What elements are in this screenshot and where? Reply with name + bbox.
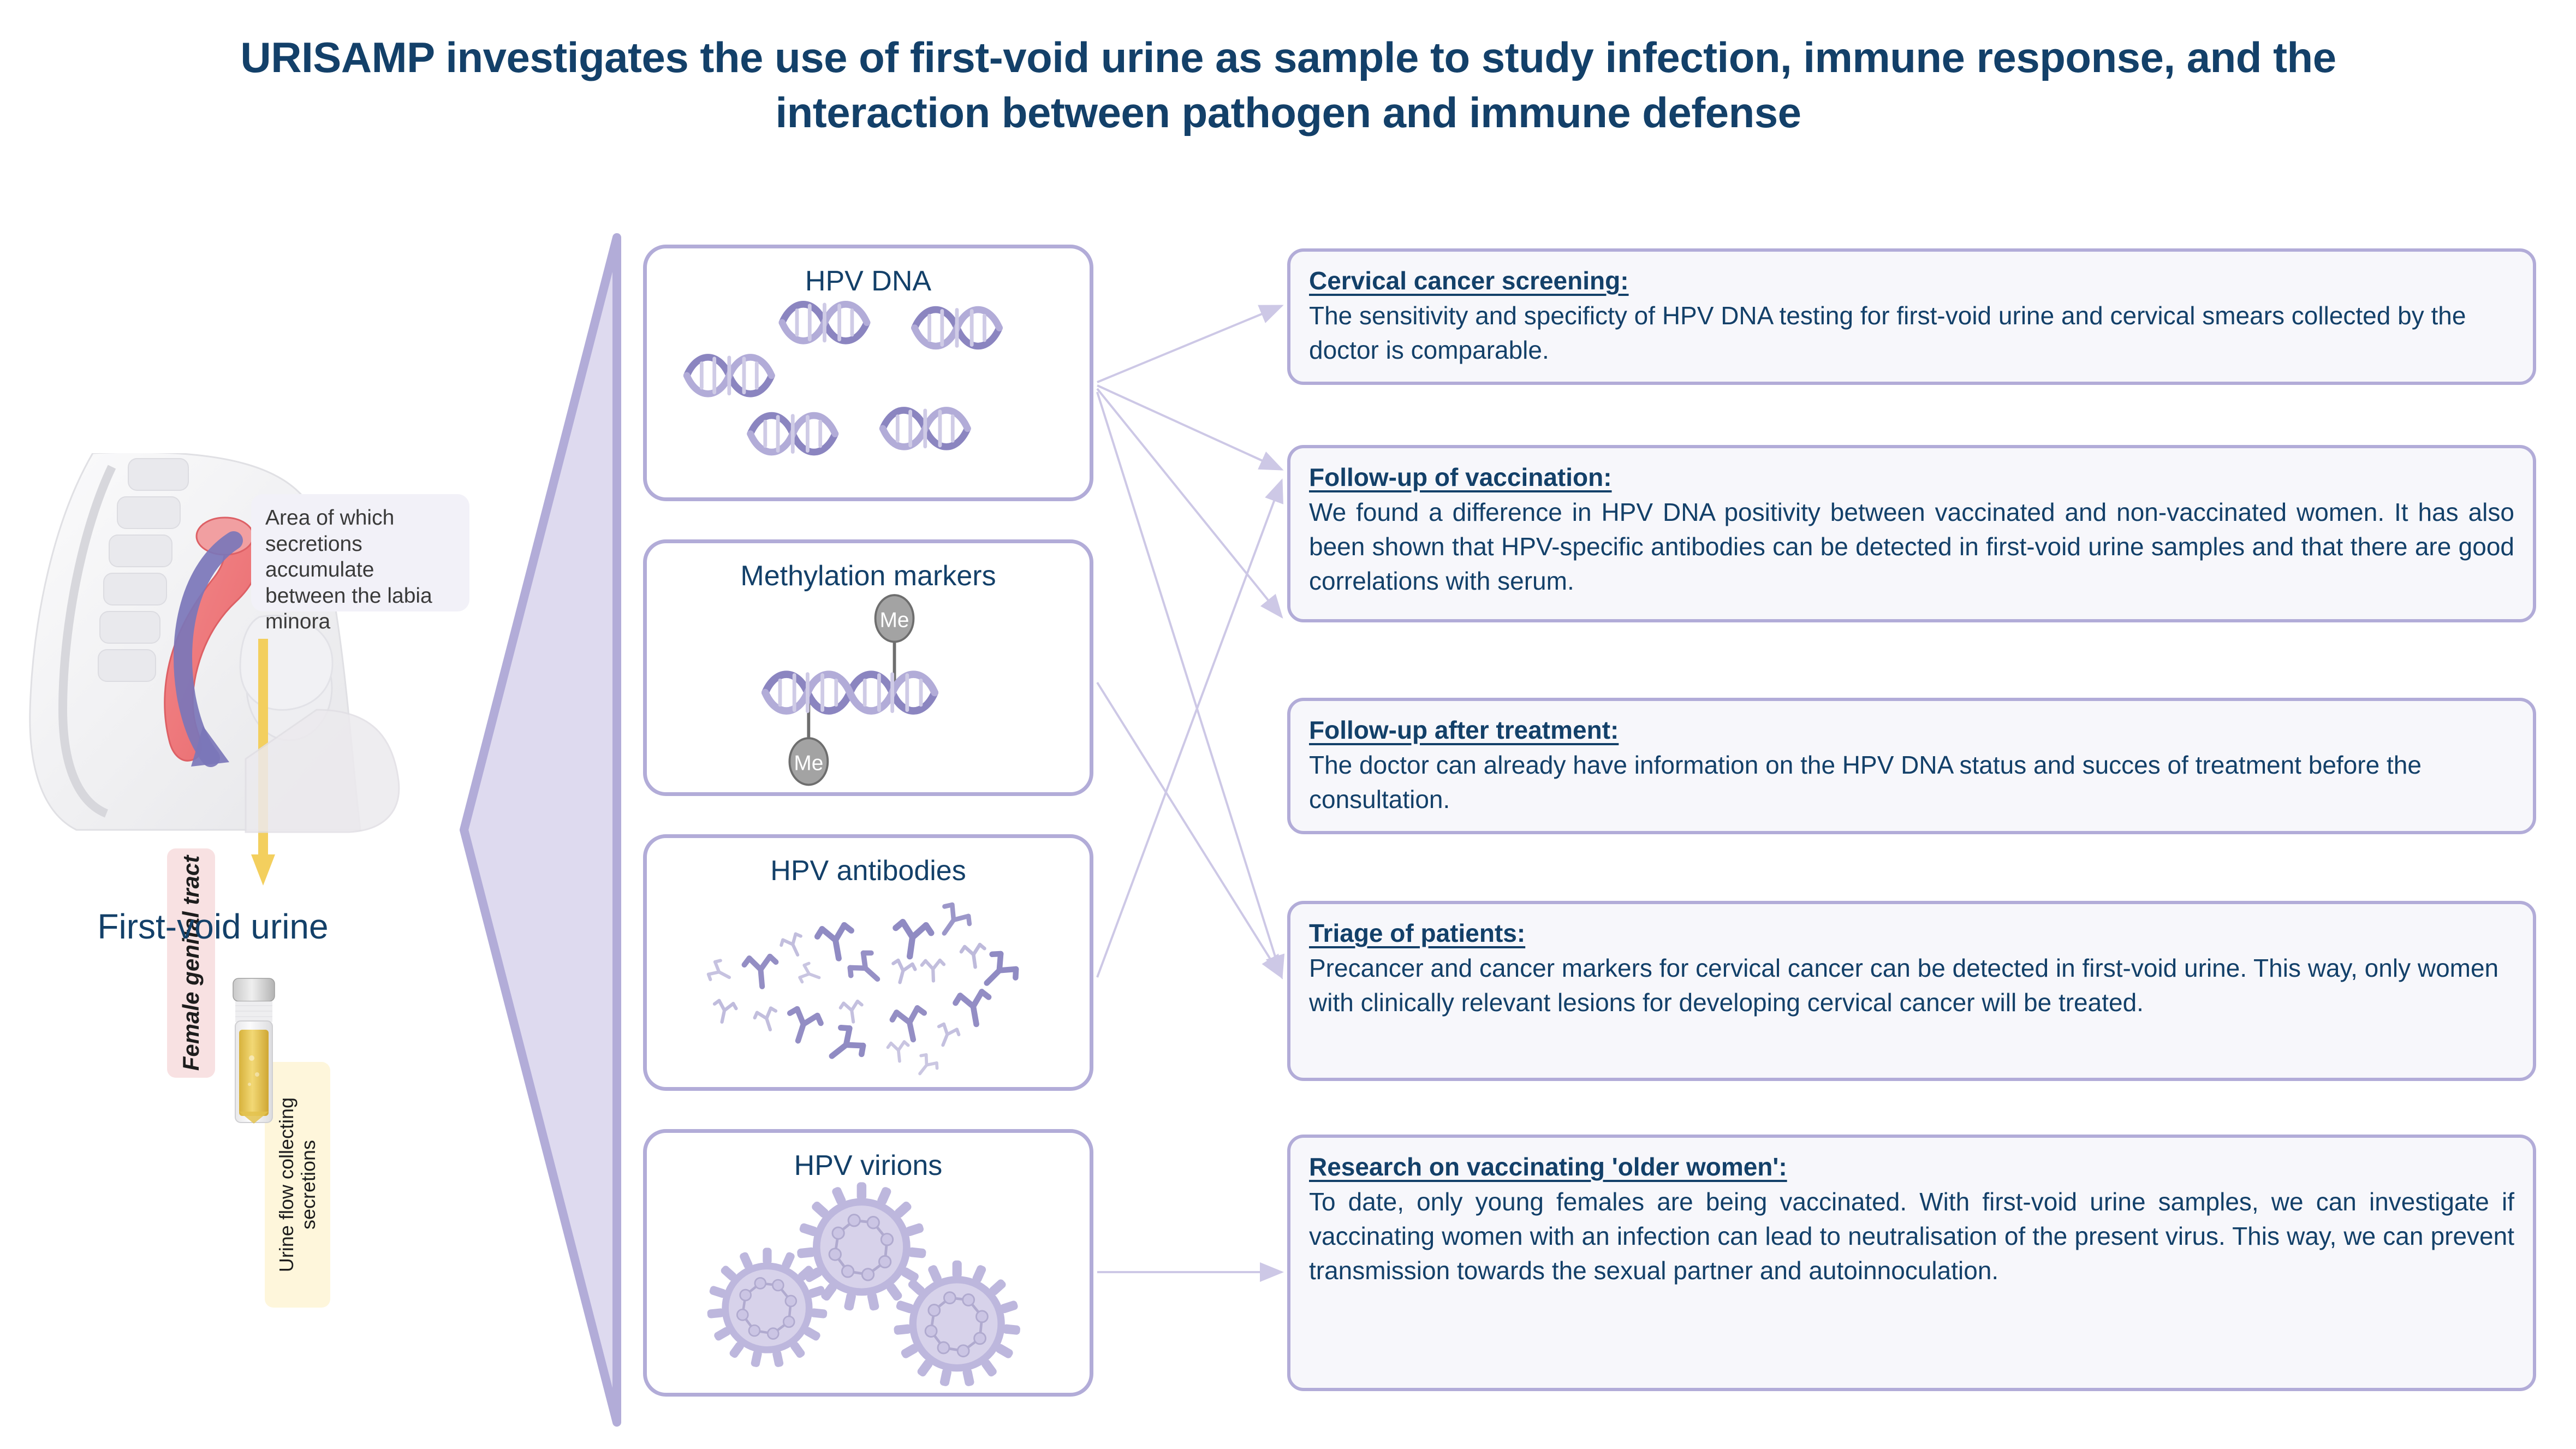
first-void-urine-label: First-void urine (97, 907, 329, 946)
marker-card-hpv-antibodies[interactable]: HPV antibodies (643, 834, 1093, 1091)
application-box-follow-up-of-vaccination[interactable]: Follow-up of vaccination: We found a dif… (1287, 445, 2536, 622)
virion (797, 1182, 926, 1311)
application-heading: Research on vaccinating 'older women': (1309, 1153, 1787, 1181)
arrow-dna-to-triage (1096, 391, 1285, 979)
application-body: We found a difference in HPV DNA positiv… (1309, 498, 2514, 596)
application-heading: Follow-up after treatment: (1309, 716, 1619, 744)
application-body: The doctor can already have information … (1309, 751, 2422, 814)
label-female-genital-tract: Female genital tract (167, 848, 215, 1078)
urine-sample-vial (233, 978, 275, 1124)
marker-card-title: HPV antibodies (770, 855, 966, 887)
virion (707, 1248, 828, 1367)
me-label-bottom: Me (794, 751, 823, 775)
application-body: To date, only young females are being va… (1309, 1187, 2514, 1285)
marker-card-title: HPV DNA (805, 265, 932, 297)
callout-labia-minora: Area of which secretions accumulate betw… (251, 494, 469, 633)
application-heading: Follow-up of vaccination: (1309, 463, 1612, 491)
marker-card-methylation-markers[interactable]: Methylation markers Me (643, 539, 1093, 796)
virion (894, 1260, 1020, 1386)
arrow-dna-to-treatment (1096, 388, 1283, 619)
arrow-dna-to-vaccination (1097, 384, 1284, 471)
methylated-dna-icon: Me Me (762, 594, 939, 786)
marker-card-hpv-virions[interactable]: HPV virions (643, 1129, 1093, 1397)
page-title: URISAMP investigates the use of first-vo… (240, 33, 2336, 137)
antibodies-icon (706, 902, 1019, 1076)
marker-card-hpv-dna[interactable]: HPV DNA (643, 245, 1093, 501)
dna-helices-icon (683, 301, 1003, 456)
application-body: Precancer and cancer markers for cervica… (1309, 954, 2499, 1017)
funnel-triangle (460, 233, 621, 1427)
marker-card-title: HPV virions (794, 1150, 943, 1181)
arrow-methylation-to-triage (1096, 681, 1283, 979)
application-box-triage-of-patients[interactable]: Triage of patients: Precancer and cancer… (1287, 901, 2536, 1081)
application-box-research-on-vaccinating-older-women[interactable]: Research on vaccinating 'older women': T… (1287, 1135, 2536, 1391)
arrow-antibodies-to-vaccination (1096, 478, 1283, 978)
application-body: The sensitivity and specificty of HPV DN… (1309, 301, 2466, 365)
application-box-cervical-cancer-screening[interactable]: Cervical cancer screening: The sensitivi… (1287, 248, 2536, 385)
application-heading: Cervical cancer screening: (1309, 266, 1629, 295)
virions-icon (707, 1182, 1020, 1386)
marker-card-title: Methylation markers (740, 560, 996, 592)
application-heading: Triage of patients: (1309, 919, 1526, 947)
arrow-dna-to-screening (1097, 305, 1284, 383)
me-label-top: Me (880, 608, 909, 632)
application-box-follow-up-after-treatment[interactable]: Follow-up after treatment: The doctor ca… (1287, 698, 2536, 834)
